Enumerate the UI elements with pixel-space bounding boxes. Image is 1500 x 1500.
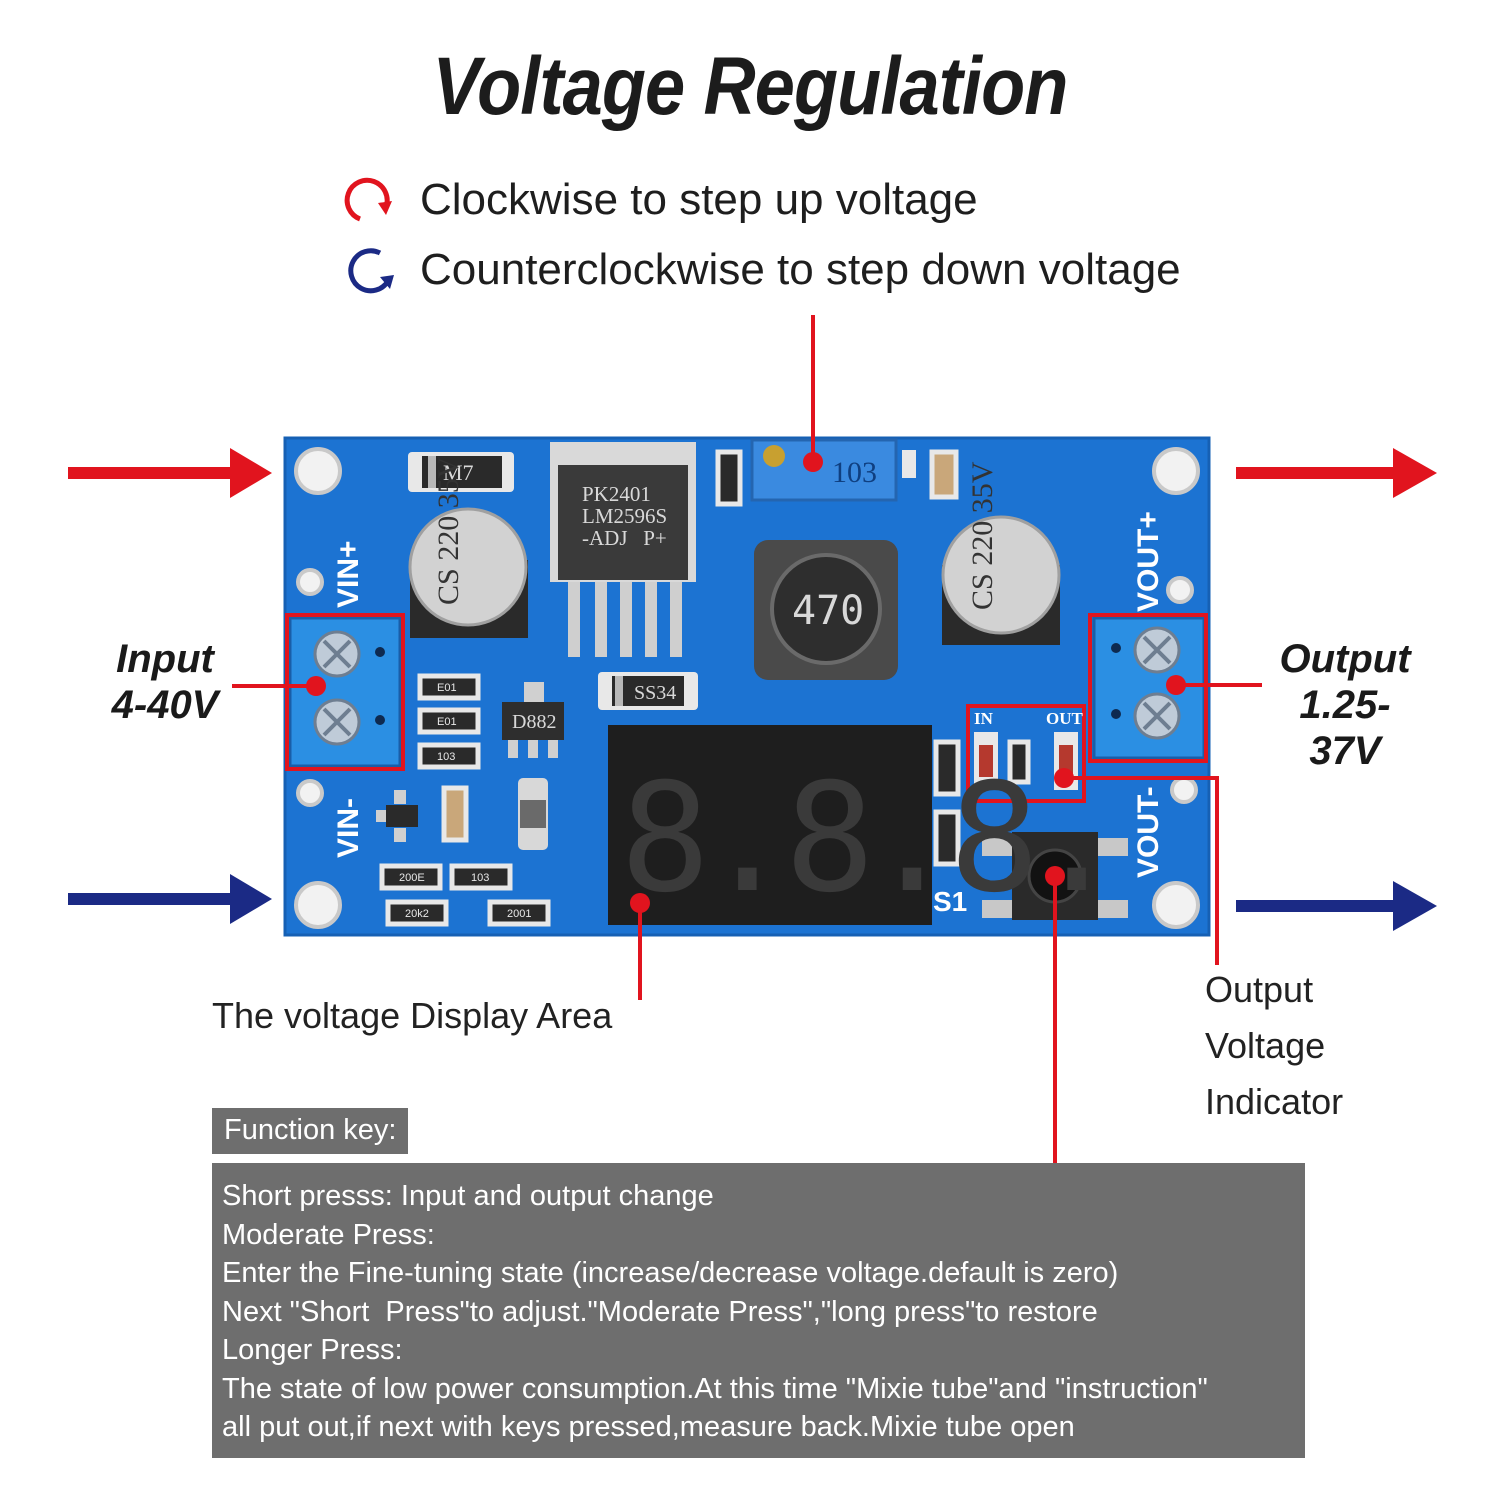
- indicator-label-line3: Indicator: [1205, 1081, 1344, 1122]
- smd-capacitors: [441, 449, 959, 850]
- potentiometer-103: [750, 438, 898, 502]
- function-key-title: Function key:: [212, 1108, 409, 1154]
- indicator-label-line2: Voltage: [1205, 1025, 1326, 1066]
- diode-marking: M7: [443, 460, 474, 485]
- r5-marking: 103: [471, 872, 489, 884]
- vin-minus-label: VIN-: [332, 798, 365, 858]
- page-title: Voltage Regulation: [432, 41, 1069, 132]
- legend-counterclockwise: Counterclockwise to step down voltage: [340, 240, 1181, 300]
- counterclockwise-arrow-icon: [348, 248, 394, 294]
- small-transistor: [376, 790, 418, 842]
- indicator-label: Output Voltage Indicator: [1205, 962, 1343, 1130]
- display-area-label: The voltage Display Area: [212, 995, 613, 1036]
- function-key-line: Next "Short Press"to adjust."Moderate Pr…: [222, 1295, 1098, 1328]
- input-negative-arrow: [68, 874, 272, 924]
- input-terminal-block: [285, 613, 405, 771]
- ic-marking-line3: -ADJ P+: [582, 526, 667, 550]
- led-out-label: OUT: [1046, 709, 1084, 728]
- transistor-d882: [502, 682, 564, 758]
- vout-plus-label: VOUT+: [1132, 511, 1165, 612]
- r1-marking: E01: [437, 682, 457, 694]
- legend-counterclockwise-text: Counterclockwise to step down voltage: [420, 245, 1181, 294]
- lm2596-regulator-ic: [550, 442, 696, 657]
- r7-marking: 2001: [507, 908, 531, 920]
- r2-marking: E01: [437, 716, 457, 728]
- output-terminal-block: [1088, 613, 1208, 763]
- output-positive-arrow: [1236, 448, 1437, 498]
- function-key-line: Enter the Fine-tuning state (increase/de…: [222, 1257, 1119, 1289]
- inductor-470: [754, 540, 898, 680]
- callout-lines: [232, 315, 1262, 1165]
- input-positive-arrow: [68, 448, 272, 498]
- smd-resistors: [379, 449, 1031, 927]
- legend-clockwise: Clockwise to step up voltage: [340, 170, 978, 230]
- function-key-description: Short presss: Input and output change Mo…: [212, 1163, 1305, 1458]
- pot-marking: 103: [832, 456, 877, 489]
- switch-label: S1: [933, 886, 967, 917]
- output-label: Output 1.25-37V: [1265, 636, 1425, 774]
- r3-marking: 103: [437, 751, 455, 763]
- r6-marking: 20k2: [405, 908, 429, 920]
- mounting-holes: [294, 447, 1200, 929]
- output-range: 1.25-37V: [1299, 683, 1391, 773]
- inductor-marking: 470: [792, 588, 864, 634]
- vin-plus-label: VIN+: [332, 540, 365, 608]
- function-key-line: all put out,if next with keys pressed,me…: [222, 1411, 1075, 1443]
- callout-dots: [306, 452, 1186, 913]
- cap1-marking: CS 220 35V: [432, 456, 465, 605]
- function-key-line: Short presss: Input and output change: [222, 1180, 714, 1212]
- display-digits: 8.8.8.: [620, 752, 1114, 926]
- function-key-line: Moderate Press:: [222, 1218, 435, 1251]
- cap2-marking: CS 220 35V: [966, 461, 999, 610]
- input-label-title: Input: [116, 637, 214, 681]
- input-label: Input 4-40V: [100, 636, 230, 728]
- led-in-label: IN: [974, 709, 994, 728]
- input-range: 4-40V: [111, 683, 219, 727]
- legend-clockwise-text: Clockwise to step up voltage: [420, 175, 978, 224]
- indicator-leds: [966, 704, 1086, 803]
- vout-minus-label: VOUT-: [1132, 786, 1165, 878]
- indicator-label-line1: Output: [1205, 969, 1314, 1010]
- seven-segment-display: [608, 725, 932, 925]
- output-negative-arrow: [1236, 881, 1437, 931]
- output-label-title: Output: [1279, 637, 1411, 681]
- ic-marking-line2: LM2596S: [582, 504, 667, 528]
- transistor-marking: D882: [512, 711, 556, 733]
- r4-marking: 200E: [399, 872, 425, 884]
- ic-marking-line1: PK2401: [582, 482, 651, 506]
- function-key-line: The state of low power consumption.At th…: [222, 1372, 1208, 1405]
- clockwise-arrow-icon: [344, 177, 392, 222]
- input-capacitor: [408, 507, 528, 638]
- output-capacitor: [941, 515, 1061, 645]
- schottky-marking: SS34: [634, 682, 676, 704]
- schottky-diode-ss34: [598, 672, 698, 710]
- function-key-line: Longer Press:: [222, 1334, 403, 1366]
- diode-m7: [408, 452, 514, 492]
